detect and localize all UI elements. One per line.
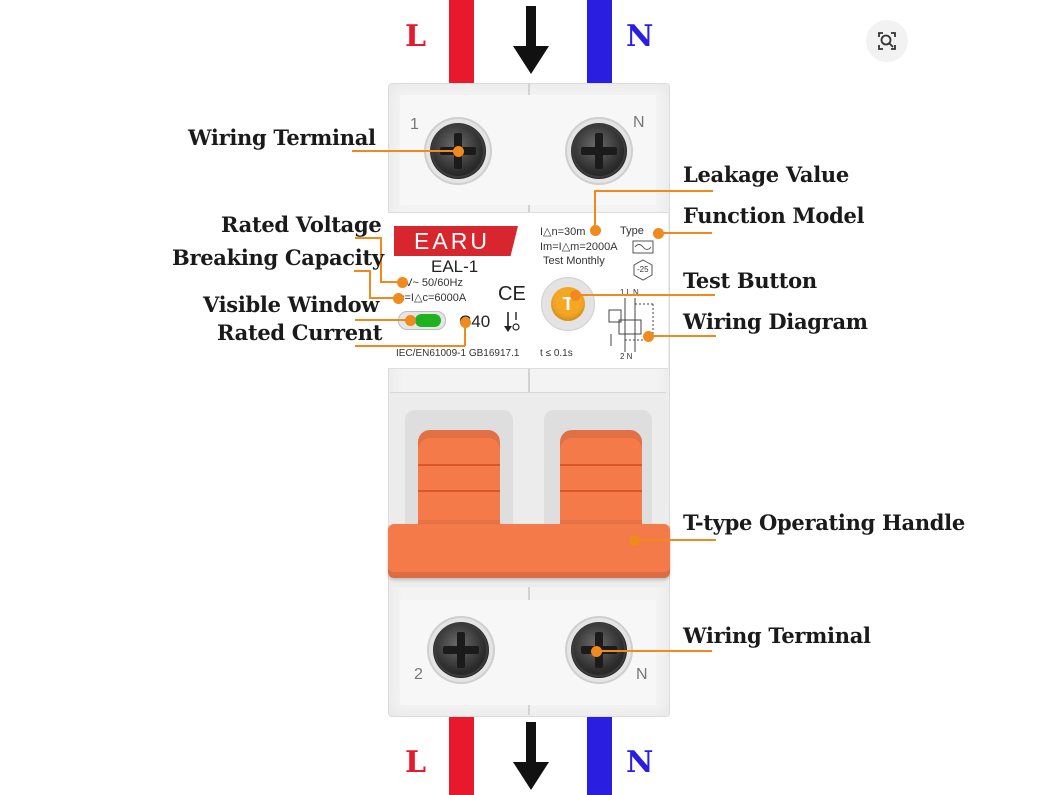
leader-line [369, 297, 397, 299]
leader-line [464, 322, 466, 346]
leader-line [369, 270, 371, 298]
leader-line [380, 281, 402, 283]
label-plate [388, 212, 668, 369]
leader-line [594, 190, 596, 230]
neutral-wire-top [587, 0, 612, 84]
diagram-bottom-text: 2 N [620, 352, 633, 361]
leader-dot [590, 645, 602, 657]
leader-dot [589, 224, 601, 236]
callout-wiring-terminal-top: Wiring Terminal [188, 125, 376, 150]
arrow-down-icon [513, 722, 549, 790]
terminal-number-top-left: 1 [410, 116, 419, 133]
leader-line [380, 237, 382, 282]
callout-visible-window: Visible Window [203, 292, 380, 317]
leader-dot [642, 330, 654, 342]
arrow-down-icon [513, 6, 549, 74]
leader-line [355, 345, 465, 347]
zoom-lens-icon [878, 32, 896, 50]
live-wire-top [449, 0, 474, 84]
callout-rated-voltage: Rated Voltage [221, 212, 382, 237]
leakage-text: I△n=30m [540, 226, 586, 238]
voltage-text: 0V~ 50/60Hz [399, 277, 463, 289]
leader-dot [404, 314, 416, 326]
callout-breaking-capacity: Breaking Capacity [172, 245, 384, 270]
model-name: EAL-1 [431, 257, 479, 276]
callout-operating-handle: T-type Operating Handle [683, 510, 965, 535]
leader-dot [652, 227, 664, 239]
leader-line [648, 335, 716, 337]
wiring-diagram-graphic [608, 298, 654, 352]
leader-line [352, 150, 458, 152]
leader-dot [459, 316, 471, 328]
callout-rated-current: Rated Current [217, 320, 383, 345]
leader-line [355, 237, 381, 239]
terminal-number-bottom-left: 2 [414, 666, 423, 683]
terminal-number-top-right: N [633, 114, 645, 131]
time-text: t ≤ 0.1s [540, 348, 573, 359]
neutral-wire-bottom [587, 714, 612, 795]
neutral-label-bottom: N [626, 745, 654, 780]
callout-function-model: Function Model [683, 203, 865, 228]
callout-test-button: Test Button [683, 268, 817, 293]
leader-line [596, 650, 712, 652]
callout-wiring-diagram: Wiring Diagram [683, 309, 868, 334]
brand-logo: EARU [394, 226, 518, 256]
handle-lever-right[interactable] [560, 430, 642, 530]
zoom-button[interactable] [866, 20, 908, 62]
on-off-symbol-icon [504, 312, 520, 332]
lever-grip-line [418, 490, 500, 492]
t-type-operating-handle[interactable] [388, 524, 670, 578]
screw-terminal-bottom-left[interactable] [433, 622, 489, 678]
type-text: Type [620, 225, 644, 237]
live-wire-bottom [449, 714, 474, 795]
test-button-letter: T [562, 294, 574, 314]
lever-grip-line [418, 464, 500, 466]
diagram-top-text: 1 L N [620, 288, 639, 297]
live-label-top: L [405, 19, 427, 54]
test-monthly-text: Test Monthly [543, 255, 605, 267]
temperature-text: -25 [637, 265, 649, 274]
standard-text: IEC/EN61009-1 GB16917.1 [396, 348, 520, 359]
lever-grip-line [560, 490, 642, 492]
leader-line [595, 190, 713, 192]
ac-waveform-icon [632, 240, 654, 254]
leader-dot [392, 292, 404, 304]
screw-terminal-top-right[interactable] [571, 123, 627, 179]
leader-line [634, 539, 716, 541]
callout-leakage-value: Leakage Value [683, 162, 849, 187]
callout-wiring-terminal-bottom: Wiring Terminal [683, 623, 871, 648]
leader-line [355, 319, 410, 321]
leader-line [575, 294, 715, 296]
neutral-label-top: N [626, 19, 654, 54]
test-button[interactable]: T [541, 277, 595, 331]
leader-dot [396, 276, 408, 288]
live-label-bottom: L [405, 745, 427, 780]
terminal-number-bottom-right: N [636, 666, 648, 683]
leader-dot [628, 534, 640, 546]
leader-line [658, 232, 712, 234]
breaking-text: c=I△c=6000A [399, 292, 467, 304]
ce-mark: CE [498, 283, 526, 305]
leader-dot [569, 289, 581, 301]
temperature-icon [633, 259, 653, 281]
handle-lever-left[interactable] [418, 430, 500, 530]
brand-name: EARU [414, 228, 490, 254]
window-indicator [415, 314, 441, 327]
leader-line [354, 270, 370, 272]
leader-dot [452, 145, 464, 157]
im-text: Im=I△m=2000A [540, 241, 618, 253]
lever-grip-line [560, 464, 642, 466]
